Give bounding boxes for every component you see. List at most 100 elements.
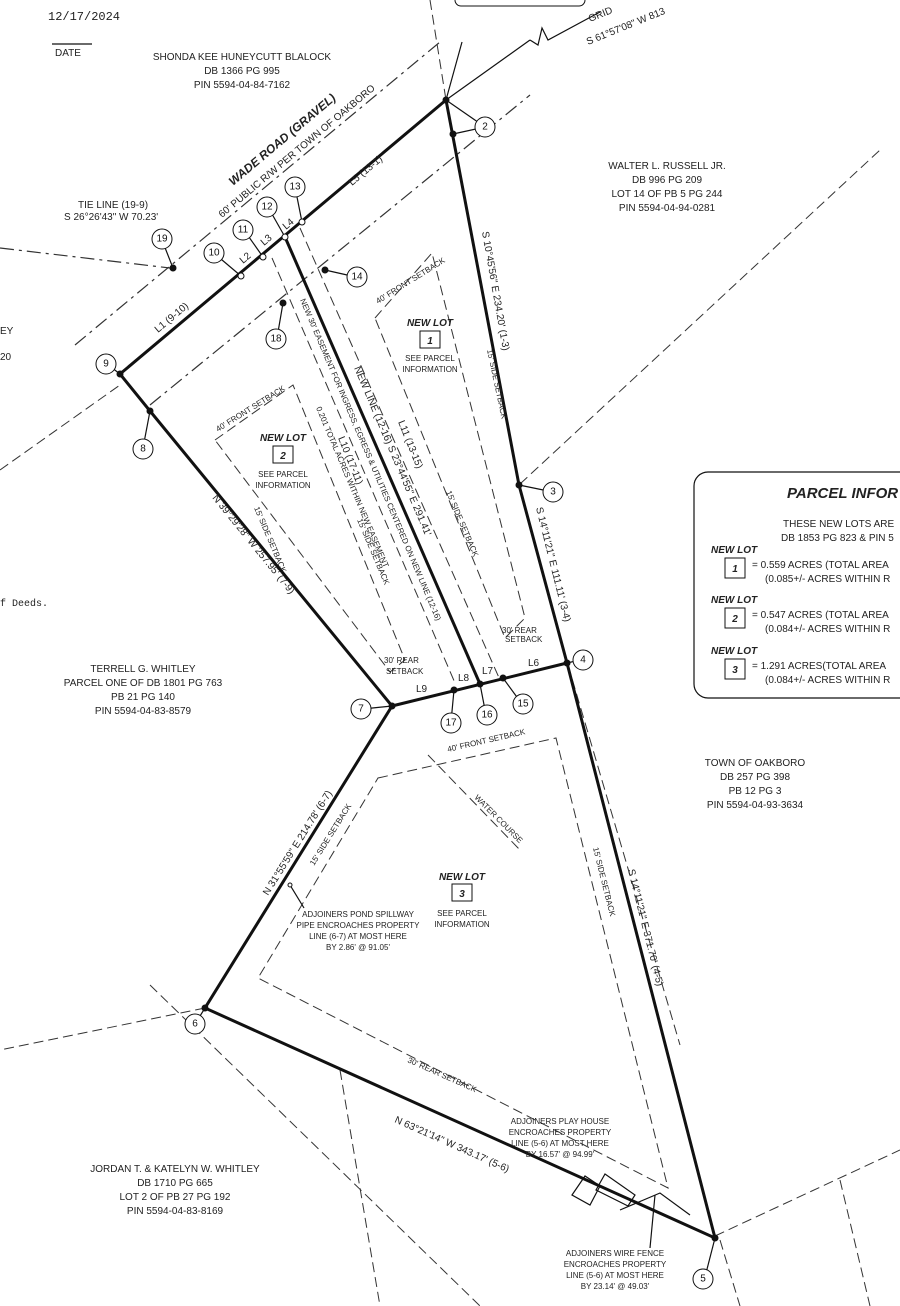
point-6-marker: 6 [184,1013,206,1035]
svg-text:(0.085+/- ACRES WITHIN R: (0.085+/- ACRES WITHIN R [765,574,890,585]
svg-text:DB 1710 PG 665: DB 1710 PG 665 [137,1178,213,1189]
new-lot-3-label: NEW LOT 3 SEE PARCEL INFORMATION [434,872,490,929]
svg-text:1: 1 [427,336,433,347]
svg-text:3: 3 [732,665,738,676]
setback-side-lot1-right: 15' SIDE SETBACK [485,349,509,421]
point-8-marker: 8 [132,438,154,460]
point-2-marker: 2 [474,116,496,138]
svg-text:TOWN OF OAKBORO: TOWN OF OAKBORO [705,758,806,769]
setback-rear-lot1-b: SETBACK [505,635,543,644]
svg-text:SHONDA KEE HUNEYCUTT BLALOCK: SHONDA KEE HUNEYCUTT BLALOCK [153,52,332,63]
setback-rear-lot3: 30' REAR SETBACK [406,1056,478,1095]
point-16-marker: 16 [476,704,498,726]
parcel-entry-1: NEW LOT 1 = 0.559 ACRES (TOTAL AREA (0.0… [711,545,890,585]
svg-text:LINE (5-6) AT MOST HERE: LINE (5-6) AT MOST HERE [511,1139,609,1148]
svg-text:PB 21 PG 140: PB 21 PG 140 [111,692,175,703]
setback-rear-lot2-a: 30' REAR [384,656,419,665]
new-lot-1-label: NEW LOT 1 SEE PARCEL INFORMATION [402,318,458,374]
playhouse-structure [571,1173,691,1249]
svg-text:3: 3 [550,487,556,498]
point-5-marker: 5 [692,1268,714,1290]
svg-text:PIPE ENCROACHES PROPERTY: PIPE ENCROACHES PROPERTY [297,921,421,930]
deeds-fragment: f Deeds. [0,598,48,610]
left-edge-fragment-1: EY [0,326,14,337]
svg-text:= 0.547 ACRES (TOTAL AREA: = 0.547 ACRES (TOTAL AREA [752,610,889,621]
vertex-dots [116,96,719,1242]
line-label-l7: L7 [482,666,494,677]
svg-text:BY 23.14' @ 49.03': BY 23.14' @ 49.03' [581,1282,650,1291]
grid-label: GRID [587,5,614,25]
point-4-marker: 4 [572,649,594,671]
svg-text:WALTER L. RUSSELL JR.: WALTER L. RUSSELL JR. [608,161,725,172]
svg-text:PARCEL ONE OF DB 1801 PG 763: PARCEL ONE OF DB 1801 PG 763 [64,678,223,689]
parcel-panel-intro-1: THESE NEW LOTS ARE [783,519,894,530]
setback-front-lot1: 40' FRONT SETBACK [374,256,447,306]
svg-text:INFORMATION: INFORMATION [402,365,458,374]
spillway-note: ADJOINERS POND SPILLWAY PIPE ENCROACHES … [297,910,421,952]
svg-text:1: 1 [732,564,738,575]
setback-lines [214,227,669,1189]
owner-jordan: JORDAN T. & KATELYN W. WHITLEY DB 1710 P… [90,1164,260,1217]
svg-text:BY 16.57' @ 94.99': BY 16.57' @ 94.99' [526,1150,595,1159]
svg-text:BY 2.86' @ 91.05': BY 2.86' @ 91.05' [326,943,390,952]
road-row-lines [74,11,601,406]
parcel-entry-3: NEW LOT 3 = 1.291 ACRES(TOTAL AREA (0.08… [711,646,890,686]
point-9-marker: 9 [95,353,117,375]
owner-terrell: TERRELL G. WHITLEY PARCEL ONE OF DB 1801… [64,664,223,717]
svg-text:(0.084+/- ACRES WITHIN R: (0.084+/- ACRES WITHIN R [765,675,890,686]
parcel-panel-title: PARCEL INFOR [787,485,898,502]
date-label: DATE [55,48,81,59]
svg-text:= 0.559 ACRES (TOTAL AREA: = 0.559 ACRES (TOTAL AREA [752,560,889,571]
svg-text:INFORMATION: INFORMATION [255,481,311,490]
svg-text:NEW LOT: NEW LOT [711,595,758,606]
svg-text:DB 996 PG 209: DB 996 PG 209 [632,175,702,186]
svg-text:(0.084+/- ACRES WITHIN R: (0.084+/- ACRES WITHIN R [765,624,890,635]
line-label-l6: L6 [528,658,540,669]
svg-text:NEW LOT: NEW LOT [439,872,486,883]
tie-line-title: TIE LINE (19-9) [78,200,148,211]
setback-rear-lot1-a: 30' REAR [502,626,537,635]
owner-blalock: SHONDA KEE HUNEYCUTT BLALOCK DB 1366 PG … [153,52,332,91]
svg-text:18: 18 [270,334,282,345]
svg-text:17: 17 [445,718,457,729]
svg-text:NEW LOT: NEW LOT [407,318,454,329]
parcel-info-panel: PARCEL INFOR THESE NEW LOTS ARE DB 1853 … [693,471,900,699]
svg-text:DB 1366 PG 995: DB 1366 PG 995 [204,66,280,77]
svg-text:LOT 2 OF PB 27 PG 192: LOT 2 OF PB 27 PG 192 [120,1192,231,1203]
svg-text:PIN 5594-04-83-8169: PIN 5594-04-83-8169 [127,1206,224,1217]
playhouse-note: ADJOINERS PLAY HOUSE ENCROACHES PROPERTY… [509,1117,612,1159]
svg-text:SEE PARCEL: SEE PARCEL [405,354,455,363]
svg-text:15: 15 [517,699,529,710]
owner-oakboro: TOWN OF OAKBORO DB 257 PG 398 PB 12 PG 3… [705,758,806,811]
point-3-marker: 3 [542,481,564,503]
svg-text:LINE (6-7) AT MOST HERE: LINE (6-7) AT MOST HERE [309,932,407,941]
owner-russell: WALTER L. RUSSELL JR. DB 996 PG 209 LOT … [608,161,725,214]
setback-side-lot1-left: 15' SIDE SETBACK [444,489,480,558]
point-17-marker: 17 [440,712,462,734]
point-7-marker: 7 [350,698,372,720]
left-edge-fragment-2: 20 [0,352,12,363]
svg-text:ENCROACHES PROPERTY: ENCROACHES PROPERTY [509,1128,612,1137]
svg-text:9: 9 [103,359,109,370]
point-10-marker: 10 [203,242,225,264]
svg-text:5: 5 [700,1274,706,1285]
svg-text:ADJOINERS WIRE FENCE: ADJOINERS WIRE FENCE [566,1249,664,1258]
svg-text:PB 12 PG 3: PB 12 PG 3 [729,786,782,797]
svg-text:ADJOINERS PLAY HOUSE: ADJOINERS PLAY HOUSE [511,1117,609,1126]
svg-text:3: 3 [459,889,465,900]
line-label-l4: L4 [281,216,297,232]
svg-text:4: 4 [580,655,586,666]
point-18-marker: 18 [265,328,287,350]
water-course: WATER COURSE [473,793,525,845]
svg-text:SEE PARCEL: SEE PARCEL [437,909,487,918]
setback-front-lot3: 40' FRONT SETBACK [446,727,526,754]
line-label-l8: L8 [458,673,470,684]
svg-text:PIN 5594-04-93-3634: PIN 5594-04-93-3634 [707,800,804,811]
svg-text:INFORMATION: INFORMATION [434,920,490,929]
point-12-marker: 12 [256,196,278,218]
svg-text:SEE PARCEL: SEE PARCEL [258,470,308,479]
svg-text:16: 16 [481,710,493,721]
svg-text:LINE (5-6) AT MOST HERE: LINE (5-6) AT MOST HERE [566,1271,664,1280]
